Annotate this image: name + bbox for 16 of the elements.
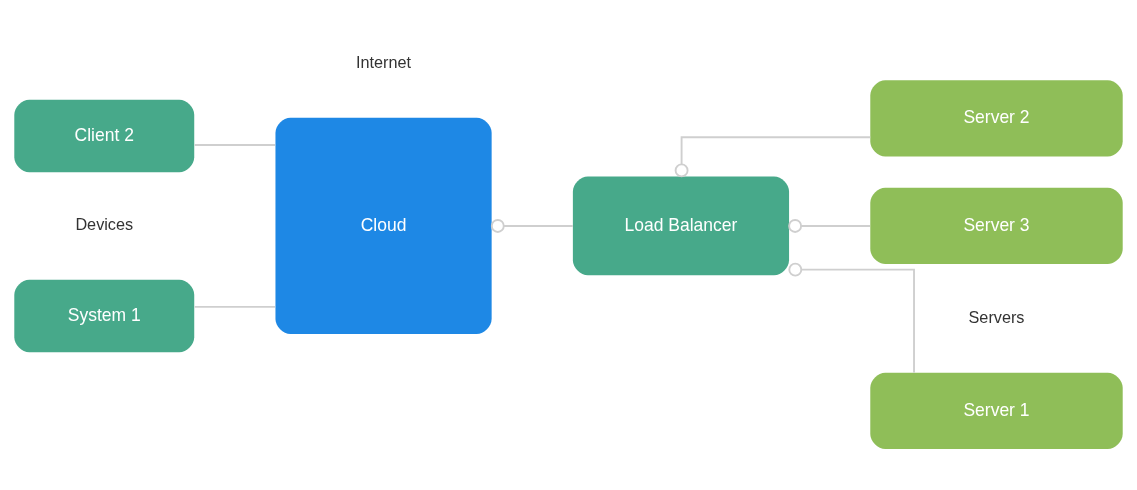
label: Devices <box>75 215 134 234</box>
label: Internet <box>356 52 412 71</box>
connector <box>193 305 276 308</box>
connector <box>788 262 915 374</box>
label: Servers <box>968 307 1025 326</box>
node-box: Server 2 <box>870 80 1123 157</box>
connector <box>193 144 276 146</box>
node-box: Load Balancer <box>572 176 790 276</box>
node-box: Client 2 <box>14 99 195 173</box>
node-box: Server 3 <box>870 187 1123 265</box>
node-box: Cloud <box>275 117 492 335</box>
connector <box>788 219 871 233</box>
connector <box>674 136 872 178</box>
node-box: Server 1 <box>870 372 1123 449</box>
node-box: System 1 <box>14 279 195 353</box>
connector <box>490 219 574 233</box>
